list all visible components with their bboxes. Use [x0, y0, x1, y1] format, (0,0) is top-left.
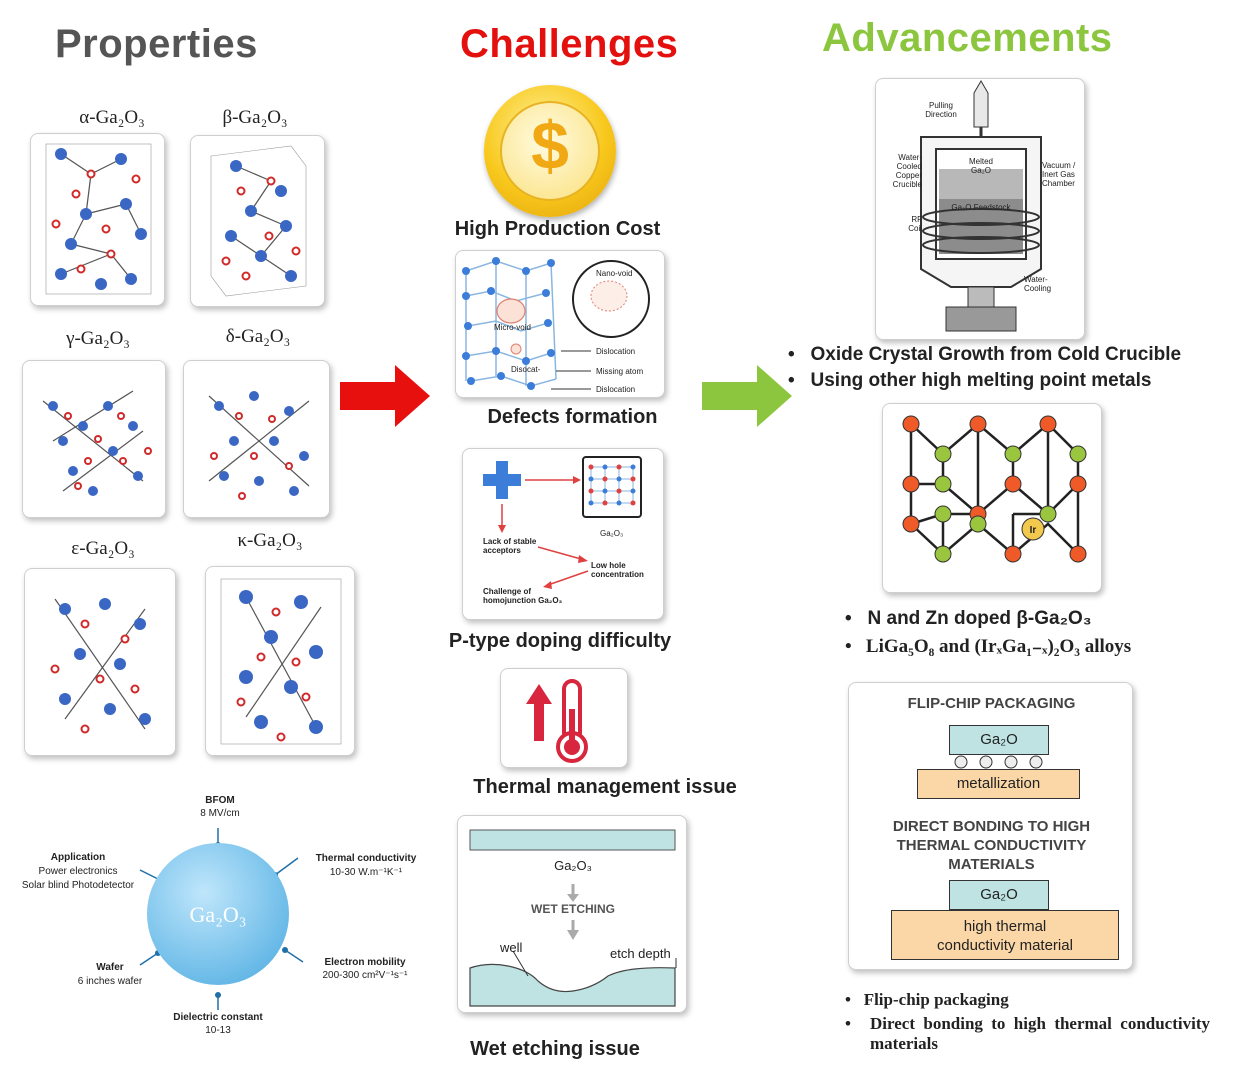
bullet-n-zn-doped: • N and Zn doped β-Ga₂O₃ — [845, 608, 1092, 629]
ptype-label-ga2o3: Ga₂O₃ — [600, 529, 624, 538]
htc-label-2: conductivity material — [937, 937, 1073, 954]
wet-label-depth: etch depth — [610, 946, 671, 961]
crucible-label-water-cooling: Water-Cooling — [1024, 275, 1052, 293]
bullet-direct-bonding: •Direct bonding to high thermal conducti… — [845, 1014, 1210, 1053]
wet-label-step: WET ETCHING — [531, 902, 615, 916]
bullet-text: Using other high melting point metals — [810, 370, 1152, 391]
bullet-text: Direct bonding to high thermal conductiv… — [870, 1014, 1210, 1053]
p-type-doping-label: P-type doping difficulty — [448, 630, 672, 652]
lattice-ir-label: Ir — [1029, 525, 1037, 536]
bullet-alloys: • LiGa₅O₈ and (IrₓGa₁₋ₓ)₂O₃ alloys — [845, 636, 1132, 657]
wafer-value: 6 inches wafer — [77, 976, 143, 987]
ptype-label-low-hole: Low hole concentration — [591, 561, 644, 579]
bullet-other-metals: • Using other high melting point metals — [788, 370, 1152, 391]
metal-label: metallization — [956, 775, 1041, 792]
bullet-text: Flip-chip packaging — [863, 990, 1009, 1009]
defect-label-dislocation-2: Dislocation — [596, 385, 636, 394]
dollar-coin-icon: $ — [484, 85, 616, 217]
polymorph-kappa-label: κ-Ga₂O₃ — [237, 530, 303, 551]
dielectric-constant-title: Dielectric constant — [173, 1012, 263, 1023]
ga2o3-sphere — [147, 843, 289, 985]
bullet-text: N and Zn doped β-Ga₂O₃ — [867, 608, 1092, 629]
cold-crucible-image: Pulling Direction Water-Cooled Copper Cr… — [875, 78, 1085, 340]
electron-mobility-title: Electron mobility — [324, 957, 406, 968]
gamma-crystal-image — [22, 360, 166, 518]
polymorph-epsilon-label: ε-Ga₂O₃ — [71, 538, 135, 559]
defects-image: Nano-void Micro-void Dislocation Missing… — [455, 250, 665, 398]
application-title: Application — [50, 852, 106, 863]
direct-ga2o-block: Ga₂O — [949, 880, 1049, 910]
defects-formation-label: Defects formation — [487, 406, 658, 428]
wet-etching-label: Wet etching issue — [470, 1038, 640, 1060]
red-arrow — [340, 365, 430, 427]
htc-material-block: high thermal conductivity material — [891, 910, 1119, 960]
wafer-title: Wafer — [96, 962, 124, 973]
crucible-label-water-cooled: Water-Cooled Copper Crucible — [892, 153, 922, 189]
properties-header: Properties — [55, 22, 258, 66]
polymorph-delta-label: δ-Ga₂O₃ — [225, 326, 291, 347]
application-value-1: Power electronics — [38, 866, 118, 877]
defect-label-missing-atom: Missing atom — [596, 367, 644, 376]
crucible-label-feedstock: Ga₂O Feedstock — [951, 203, 1011, 212]
application-value-2: Solar blind Photodetector — [21, 880, 135, 891]
polymorph-beta-label: β-Ga₂O₃ — [222, 107, 288, 128]
polymorph-gamma-label: γ-Ga₂O₃ — [66, 328, 130, 349]
high-production-cost-label: High Production Cost — [454, 218, 661, 240]
packaging-image: FLIP-CHIP PACKAGING Ga₂O metallization D… — [848, 682, 1133, 970]
p-type-doping-image: Ga₂O₃ Lack of stable acceptors Low hole … — [462, 448, 664, 620]
defect-label-dislocation: Dislocation — [596, 347, 636, 356]
bullet-flip-chip: • Flip-chip packaging — [845, 990, 1009, 1009]
crucible-label-rf: RF Coil — [908, 215, 922, 233]
kappa-crystal-image — [205, 566, 355, 756]
htc-label-1: high thermal — [963, 918, 1047, 935]
green-arrow — [702, 365, 792, 427]
direct-bonding-title: DIRECT BONDING TO HIGH THERMAL CONDUCTIV… — [892, 818, 1091, 873]
epsilon-crystal-image — [24, 568, 176, 756]
flip-chip-title: FLIP-CHIP PACKAGING — [907, 695, 1076, 712]
delta-crystal-image — [183, 360, 330, 518]
challenges-header: Challenges — [460, 22, 679, 66]
thermal-management-label: Thermal management issue — [473, 776, 737, 798]
thermal-conductivity-value: 10-30 W.m⁻¹K⁻¹ — [329, 867, 403, 878]
wet-label-ga2o3: Ga₂O₃ — [554, 858, 592, 873]
dielectric-constant-value: 10-13 — [205, 1025, 231, 1036]
crucible-label-melted: Melted Ga₂O — [968, 157, 993, 175]
beta-crystal-image — [190, 135, 325, 307]
alpha-crystal-image — [30, 133, 165, 306]
flip-chip-ga2o-block: Ga₂O — [949, 725, 1049, 755]
chip-label-2: Ga₂O — [980, 886, 1018, 903]
metallization-block: metallization — [917, 769, 1080, 799]
bullets-crucible: • Oxide Crystal Growth from Cold Crucibl… — [788, 344, 1181, 392]
bullet-text: Oxide Crystal Growth from Cold Crucible — [810, 344, 1182, 365]
dollar-symbol: $ — [531, 108, 569, 184]
thermometer-image — [500, 668, 628, 768]
defect-label-nano-void: Nano-void — [596, 269, 633, 278]
crucible-label-pulling: Pulling Direction — [925, 101, 957, 119]
chip-label: Ga₂O — [980, 731, 1018, 748]
doping-lattice-image: Ir — [882, 403, 1102, 593]
wet-label-well: well — [500, 940, 523, 955]
thermal-conductivity-title: Thermal conductivity — [315, 853, 417, 864]
bullets-doping: • N and Zn doped β-Ga₂O₃ • LiGa₅O₈ and (… — [845, 608, 1131, 658]
bullets-packaging: • Flip-chip packaging •Direct bonding to… — [845, 990, 1210, 1054]
advancements-header: Advancements — [822, 16, 1113, 60]
defect-label-micro-void: Micro-void — [494, 323, 531, 332]
bfom-title: BFOM — [205, 795, 235, 806]
polymorph-alpha-label: α-Ga₂O₃ — [79, 107, 145, 128]
crucible-label-vacuum: Vacuum / Inert Gas Chamber — [1042, 161, 1076, 188]
ptype-label-challenge: Challenge of homojunction Ga₂O₃ — [483, 587, 563, 605]
defect-label-disocat: Disocat- — [511, 365, 541, 374]
bullet-text: LiGa₅O₈ and (IrₓGa₁₋ₓ)₂O₃ alloys — [865, 636, 1132, 657]
wet-etching-image: Ga₂O₃ WET ETCHING well etch depth — [457, 815, 687, 1013]
sphere-label: Ga₂O₃ — [189, 902, 247, 927]
ptype-label-lack: Lack of stable acceptors — [483, 537, 537, 555]
electron-mobility-value: 200-300 cm²V⁻¹s⁻¹ — [322, 970, 408, 981]
bullet-cold-crucible: • Oxide Crystal Growth from Cold Crucibl… — [788, 344, 1182, 365]
bfom-value: 8 MV/cm — [200, 808, 240, 819]
